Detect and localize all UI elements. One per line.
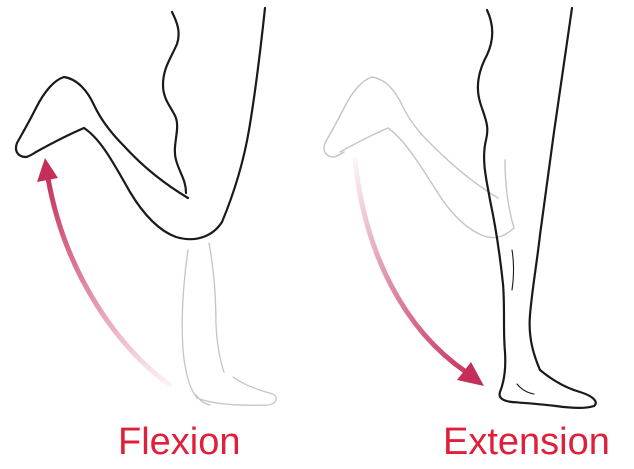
flexion-arrow (37, 158, 170, 385)
flexion-panel (16, 8, 276, 405)
extension-panel (324, 8, 596, 408)
flexion-label: Flexion (118, 420, 241, 464)
extension-standing-leg (478, 8, 596, 408)
extension-arrow (355, 160, 484, 386)
flexion-standing-leg (182, 243, 276, 405)
extension-label: Extension (443, 420, 610, 464)
extension-raised-leg (324, 77, 514, 238)
